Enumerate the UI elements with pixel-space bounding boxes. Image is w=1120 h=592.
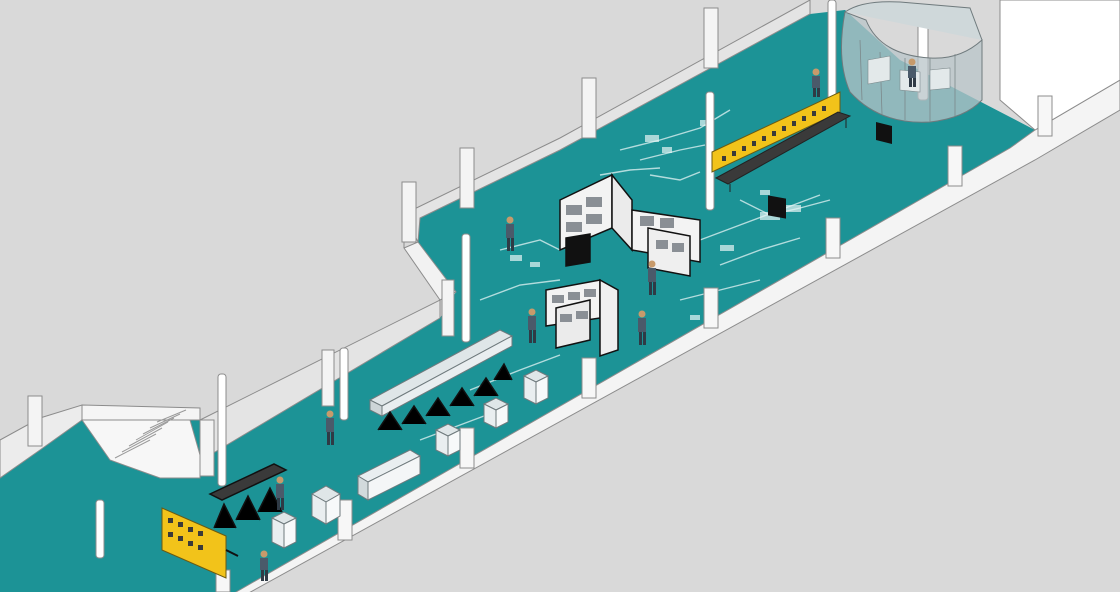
glass-cases: [356, 449, 422, 501]
floor-screen: [876, 122, 892, 144]
front-pilasters: [215, 95, 1053, 592]
display-boards-lower: [545, 278, 619, 358]
person: [506, 216, 514, 251]
pilasters: [27, 7, 719, 477]
display-boards-upper: [559, 172, 701, 277]
vitrines: [270, 369, 550, 549]
yellow-panel-long: [711, 91, 852, 192]
dark-tables: [208, 463, 288, 529]
person: [908, 58, 916, 87]
person: [326, 410, 334, 445]
front-wall: [235, 0, 1120, 592]
person: [648, 260, 656, 295]
visitor-figures: [260, 58, 916, 581]
person: [812, 68, 820, 97]
person: [260, 550, 268, 581]
wall-screen: [768, 195, 786, 219]
stairs: [114, 409, 187, 459]
person: [528, 308, 536, 343]
yellow-panel-short: [161, 507, 239, 579]
stair-opening: [81, 419, 201, 479]
long-glass-table: [368, 329, 514, 431]
person: [276, 476, 284, 510]
person: [638, 310, 646, 345]
